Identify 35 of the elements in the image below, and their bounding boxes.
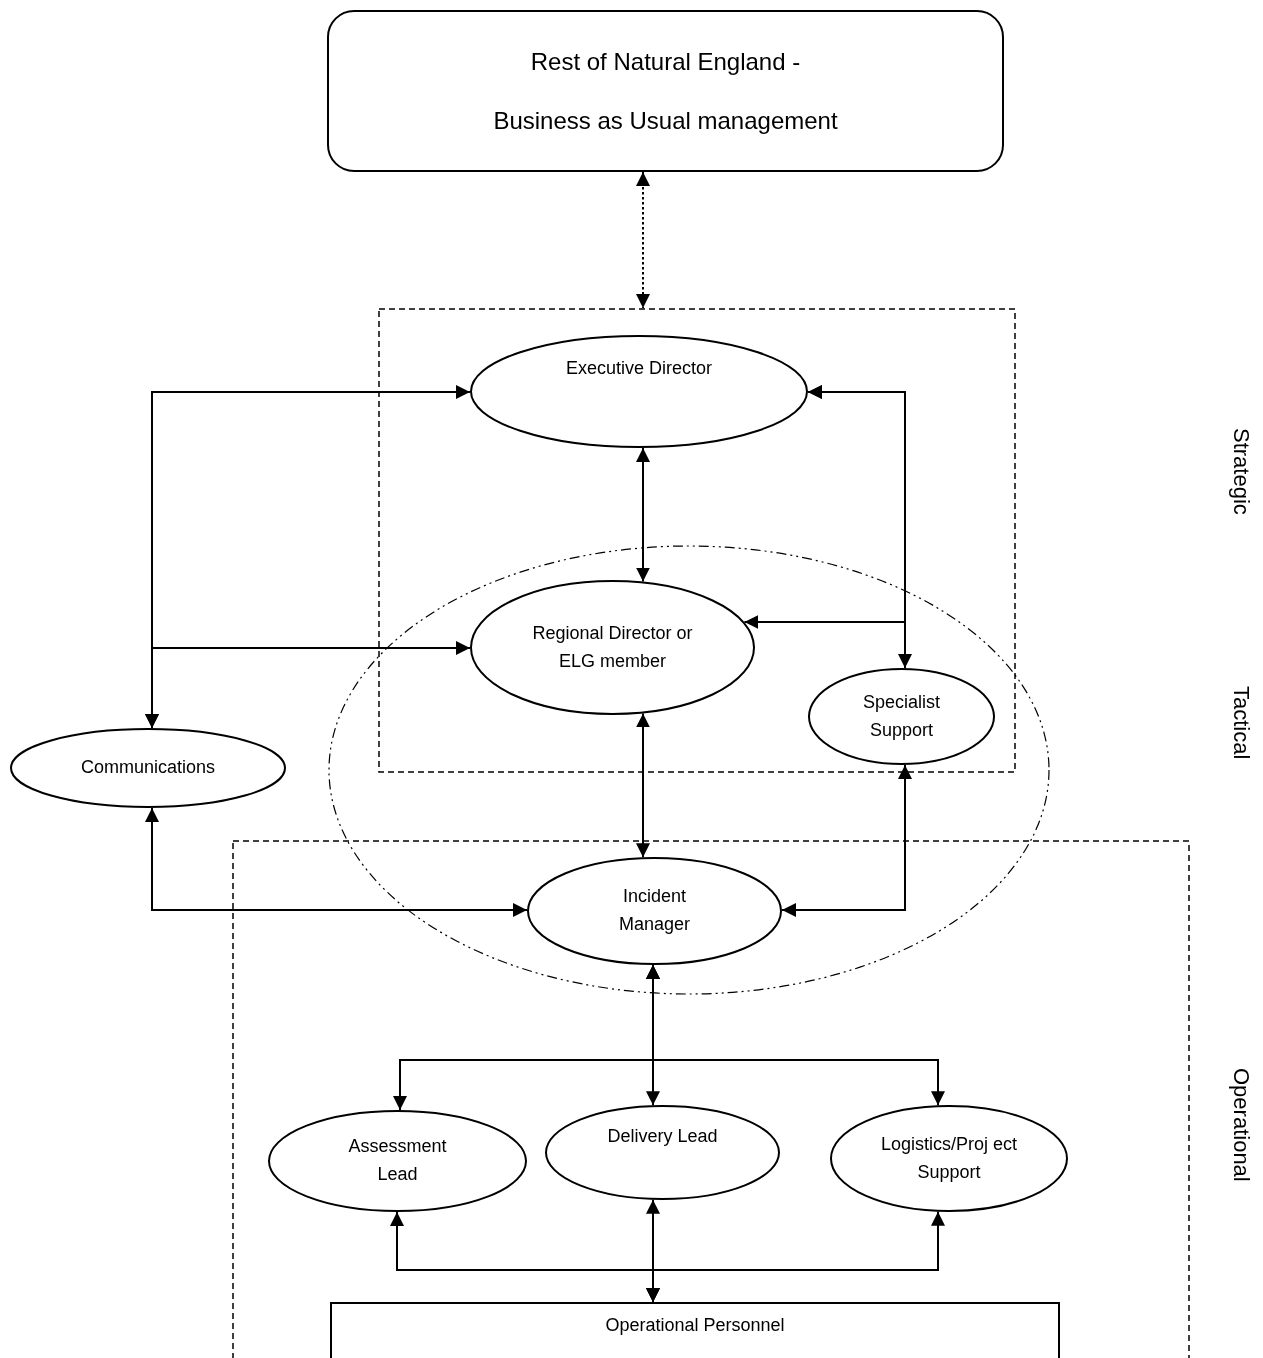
role-ellipse — [470, 580, 755, 715]
role-label: Incident Manager — [617, 885, 691, 936]
box-title: Business as Usual management — [493, 106, 838, 136]
role-label: Regional Director or ELG member — [531, 621, 694, 673]
arrow — [636, 171, 650, 309]
arrow — [646, 964, 945, 1107]
role-label: Delivery Lead — [607, 1125, 718, 1148]
role-label: Operational Personnel — [605, 1314, 785, 1337]
arrow — [145, 807, 528, 917]
role-ellipse — [545, 1105, 780, 1200]
arrow — [646, 1210, 945, 1303]
arrow — [743, 385, 906, 629]
arrow — [636, 712, 650, 859]
dashed-frame — [232, 840, 1190, 1358]
tier-label: Strategic — [1230, 428, 1252, 515]
role-ellipse — [268, 1110, 527, 1212]
role-ellipse — [10, 728, 286, 808]
role-label: Communications — [80, 756, 216, 780]
process-box — [330, 1302, 1060, 1358]
rounded-box — [327, 10, 1004, 172]
role-ellipse — [527, 857, 782, 965]
role-ellipse — [808, 668, 995, 765]
arrow — [636, 447, 650, 583]
role-label: Assessment Lead — [347, 1135, 448, 1186]
tier-label: Tactical — [1230, 686, 1252, 760]
role-label: Logistics/Proj ect Support — [879, 1132, 1019, 1184]
role-label: Specialist Support — [861, 690, 941, 742]
tier-label: Operational — [1230, 1068, 1252, 1182]
arrow — [781, 763, 912, 917]
arrow — [145, 641, 471, 729]
role-label: Executive Director — [565, 357, 713, 380]
dashed-frame — [378, 308, 1016, 773]
role-ellipse — [470, 335, 808, 448]
box-title: Rest of Natural England - — [530, 46, 801, 77]
role-ellipse — [830, 1105, 1068, 1212]
